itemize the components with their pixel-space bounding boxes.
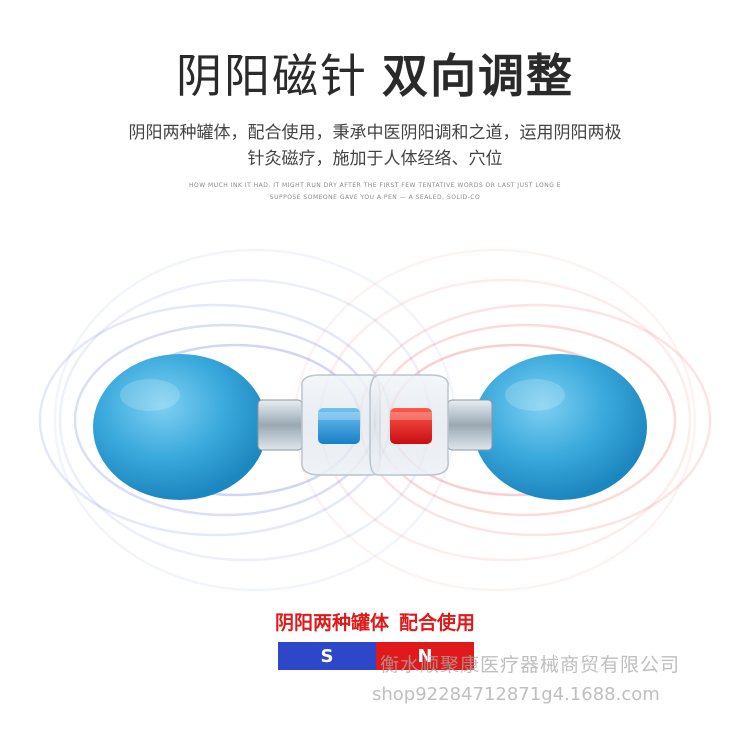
caption-part-1: 阴阳两种罐体 bbox=[274, 612, 389, 634]
title-light: 阴阳磁针 bbox=[176, 49, 368, 103]
pole-indicator: S N bbox=[278, 642, 474, 670]
subtitle-line-2: 针灸磁疗，施加于人体经络、穴位 bbox=[247, 149, 503, 169]
page-title: 阴阳磁针双向调整 bbox=[0, 40, 750, 106]
caption-part-2: 配合使用 bbox=[399, 612, 476, 634]
decorative-text-line-1: HOW MUCH INK IT HAD. IT MIGHT RUN DRY AF… bbox=[188, 182, 562, 189]
caption: 阴阳两种罐体配合使用 bbox=[0, 608, 750, 635]
north-magnet-icon bbox=[390, 408, 432, 444]
south-magnet-icon bbox=[318, 408, 360, 444]
decorative-text-line-2: SUPPOSE SOMEONE GAVE YOU A PEN — A SEALE… bbox=[269, 194, 481, 201]
decorative-text: HOW MUCH INK IT HAD. IT MIGHT RUN DRY AF… bbox=[0, 180, 750, 204]
left-squeeze-ball-icon bbox=[93, 354, 267, 500]
watermark-url: shop92284712871g4.1688.com bbox=[372, 684, 660, 705]
south-pole-label: S bbox=[278, 642, 376, 670]
metal-collar-icons bbox=[257, 399, 493, 451]
title-bold: 双向调整 bbox=[382, 49, 574, 103]
watermark-company: 衡水顺聚康医疗器械商贸有限公司 bbox=[380, 654, 681, 676]
subtitle: 阴阳两种罐体，配合使用，秉承中医阴阳调和之道，运用阴阳两极 针灸磁疗，施加于人体… bbox=[0, 120, 750, 172]
product-illustration bbox=[38, 248, 712, 592]
north-pole-label: N bbox=[376, 642, 474, 670]
subtitle-line-1: 阴阳两种罐体，配合使用，秉承中医阴阳调和之道，运用阴阳两极 bbox=[128, 123, 622, 143]
right-squeeze-ball-icon bbox=[473, 354, 647, 500]
